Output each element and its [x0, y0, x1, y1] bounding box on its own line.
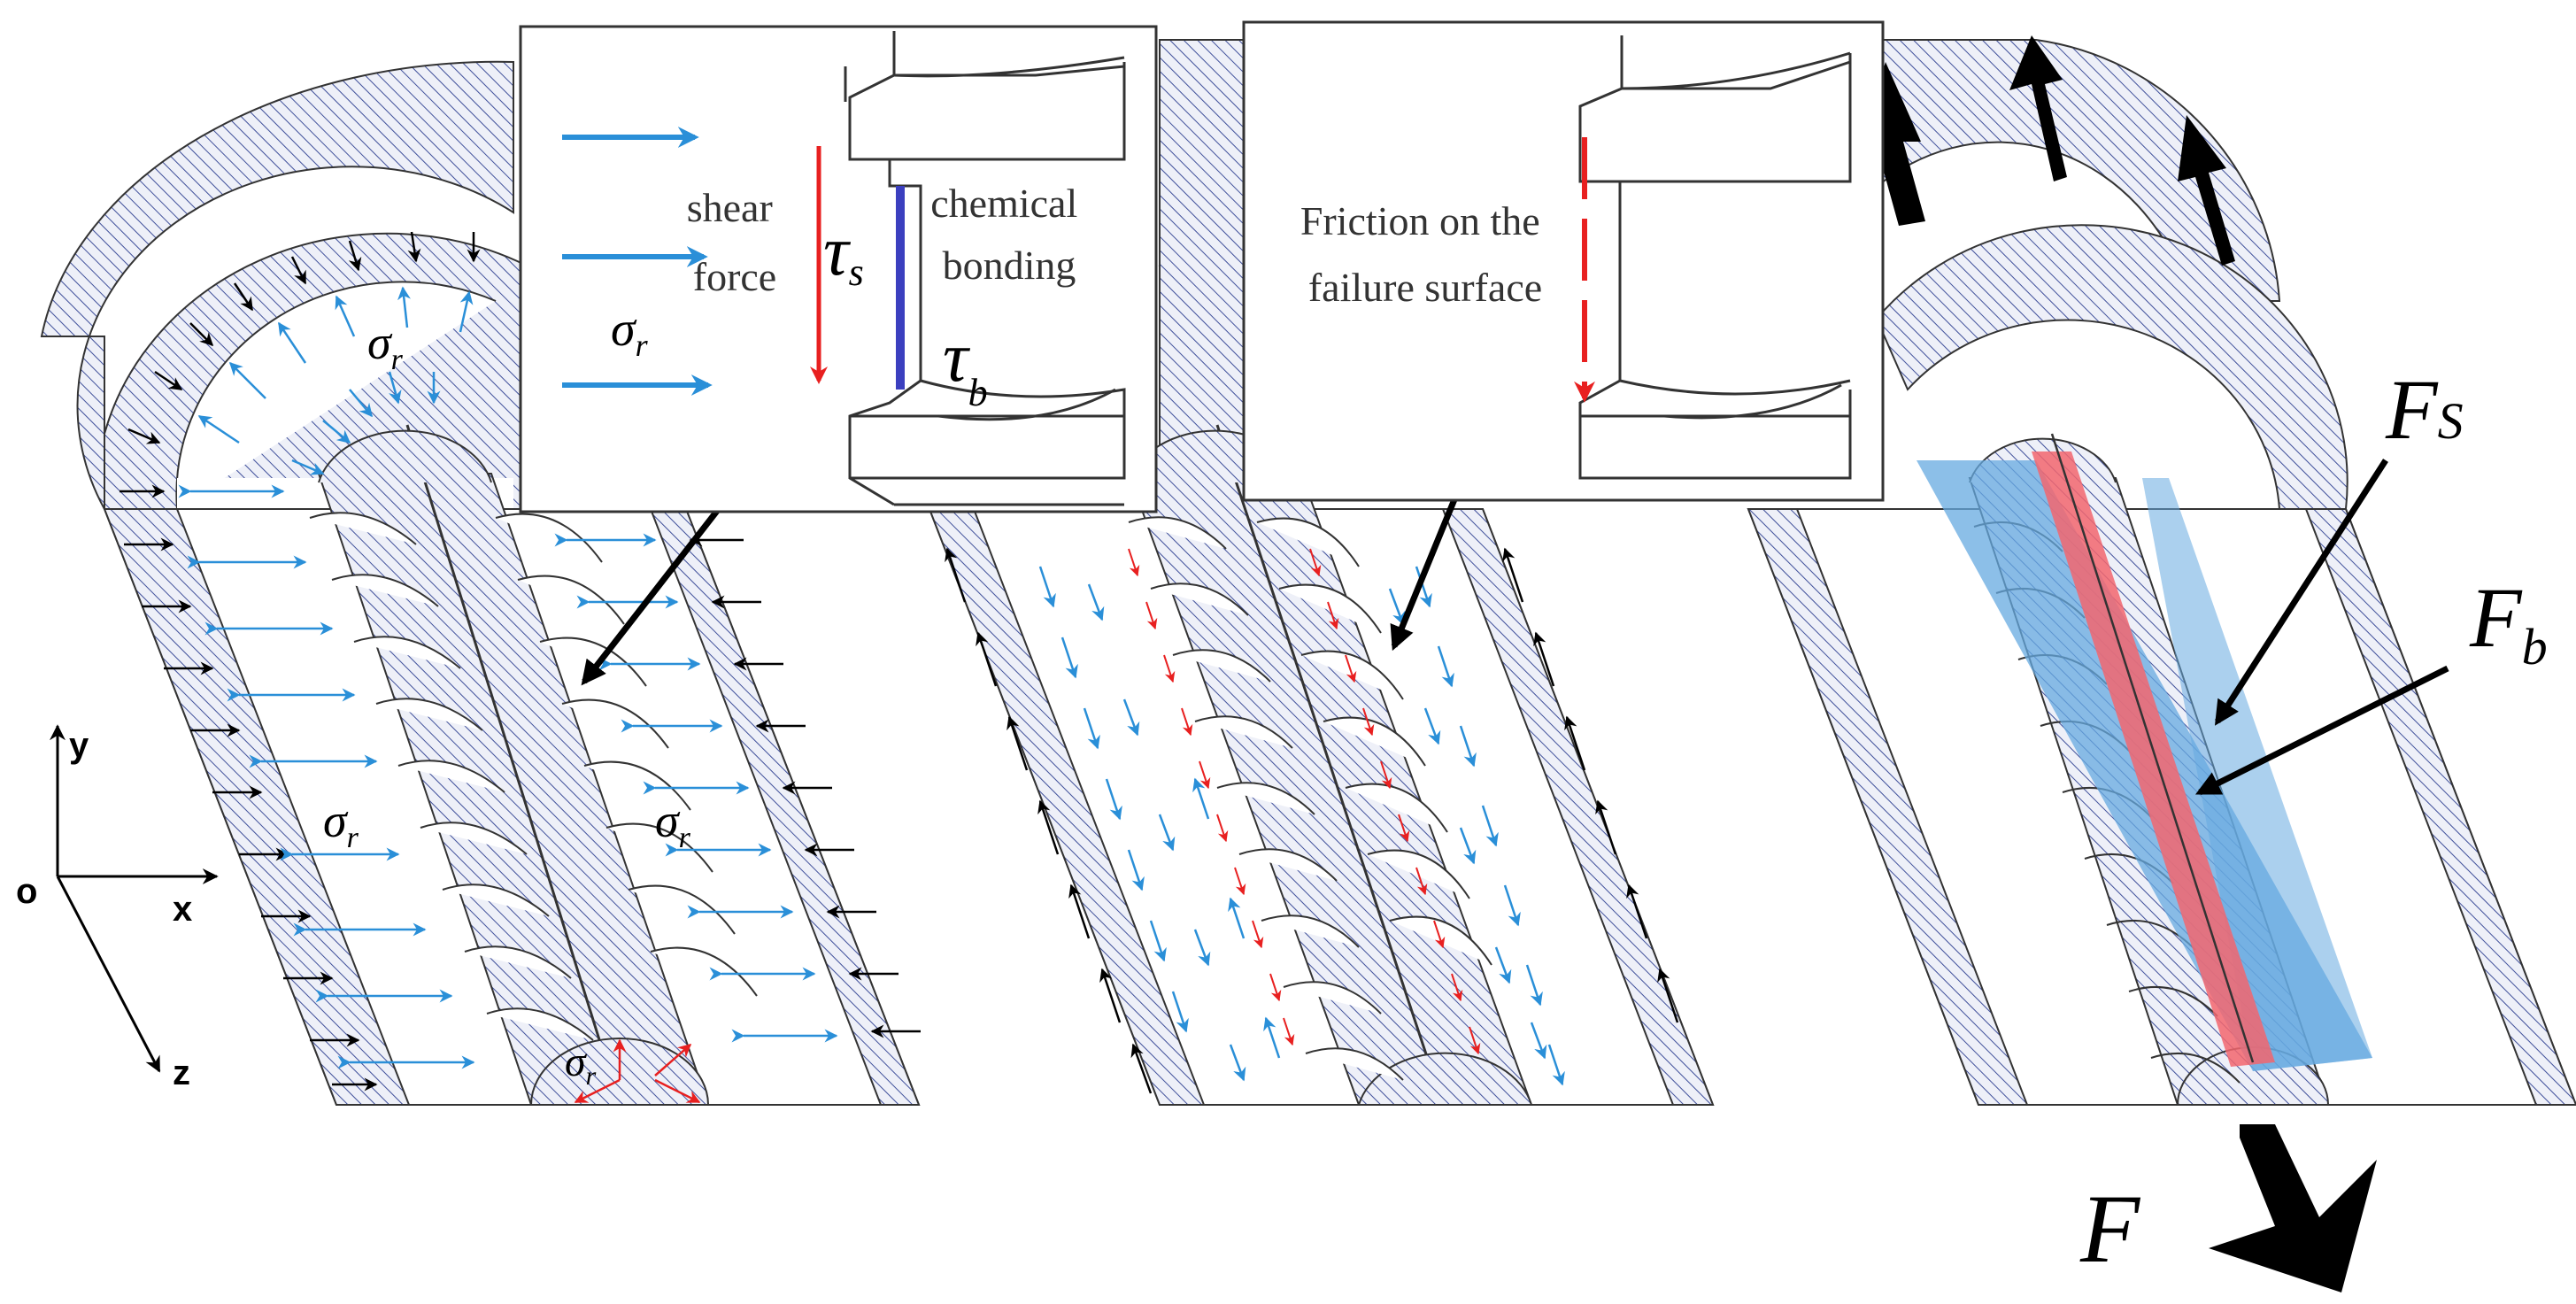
coordinate-axes [50, 724, 219, 1073]
radial-stress-arrows-a [178, 286, 838, 1069]
sigma-r-inset: σr [611, 302, 649, 363]
inset-pointer-a [581, 480, 742, 686]
chemical-bonding-text: chemical bonding [930, 181, 1088, 288]
rebar-ribs-a [309, 512, 758, 1041]
bond-force-label: Fb [2469, 570, 2548, 675]
concrete-flow-arrows-b [1038, 566, 1565, 1086]
panel-a-radial-stress: σr σr σr σr [40, 60, 921, 1106]
interface-friction-arrows-b [1128, 548, 1481, 1055]
shear-force-text: shear force [687, 185, 783, 299]
tau-s-label: τs [823, 212, 864, 294]
shear-failure-zone-outer [2142, 478, 2372, 1071]
fs-pointer [2214, 459, 2388, 726]
pullout-force-label: F [2079, 1175, 2141, 1283]
inset-friction: Friction on the failure surface [1242, 20, 1885, 502]
concrete-arch-inner-c [1875, 224, 2348, 510]
left-wall-a [103, 508, 411, 1106]
rebar-ribs-b [1128, 516, 1492, 1081]
axis-x-label: x [173, 890, 192, 929]
sigma-r-label-end: σr [565, 1038, 597, 1091]
pullout-force-arrow [2209, 1124, 2377, 1292]
shear-force-label: FS [2385, 362, 2464, 457]
sigma-r-label-right: σr [655, 794, 691, 854]
inset-normal-arrows [562, 127, 713, 396]
axis-y-label: y [69, 726, 89, 765]
concrete-ring-outer [40, 60, 514, 510]
panel-c-pullout: FS Fb F [1747, 35, 2576, 1292]
axis-z-label: z [173, 1053, 190, 1092]
friction-pointer-b [1390, 472, 1469, 652]
end-stress-arrows-a [574, 1038, 701, 1104]
confining-arrows-a [120, 231, 921, 1092]
right-wall-b [1441, 508, 1715, 1106]
friction-text: Friction on the failure surface [1300, 198, 1550, 310]
wall-friction-arrows-b [945, 547, 1679, 1094]
right-wall-c [2304, 508, 2576, 1106]
left-wall-c [1747, 508, 2029, 1106]
axis-origin-label: o [16, 872, 37, 911]
bond-failure-zone [2032, 451, 2275, 1067]
inset-shear-bonding: shear force τs chemical bonding τb σr [519, 25, 1158, 513]
sigma-r-label-top: σr [367, 316, 404, 376]
tau-b-label: τb [943, 319, 988, 414]
fb-pointer [2194, 665, 2449, 796]
sigma-r-label-left: σr [323, 794, 359, 854]
